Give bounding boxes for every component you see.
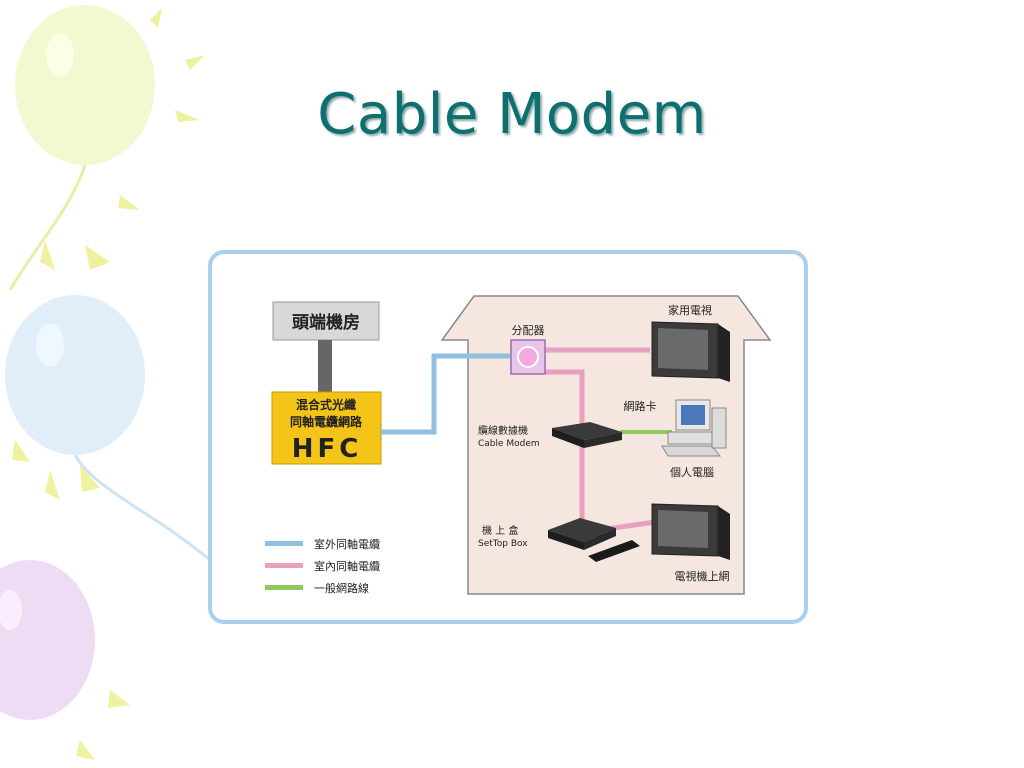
modem-label-cn: 纜線數據機 [478,424,528,437]
legend: 室外同軸電纜 室內同軸電纜 一般網路線 [265,537,380,595]
outdoor-coax-line [381,353,510,435]
balloon-blue [5,295,211,562]
headend-connector [318,340,332,392]
headend-box [272,301,380,341]
hfc-label-big: HFC [292,434,363,464]
modem-label-en: Cable Modem [478,439,540,449]
hfc-label-line2: 同軸電纜網路 [290,414,363,429]
balloon-yellow [8,5,155,291]
legend-swatch-network [265,585,303,590]
tv-internet-label: 電視機上網 [675,569,730,583]
legend-label-network: 一般網路線 [314,581,369,595]
pc-label: 個人電腦 [670,465,714,479]
nic-label: 網路卡 [624,399,657,413]
hfc-box [271,391,382,465]
sparkle-rays [12,8,205,760]
hfc-label-line1: 混合式光纖 [296,397,356,412]
headend-label: 頭端機房 [292,312,360,333]
legend-label-indoor: 室內同軸電纜 [314,559,380,573]
legend-swatch-outdoor [265,541,303,546]
stb-label-en: SetTop Box [478,539,528,549]
slide-title: Cable Modem [317,82,707,147]
cable-modem-icon [552,422,622,448]
legend-swatch-indoor [265,563,303,568]
splitter-label: 分配器 [512,324,545,337]
stb-label-cn: 機 上 盒 [482,524,518,537]
home-tv-label: 家用電視 [668,303,712,317]
splitter-glow [517,346,539,368]
balloon-purple [0,560,95,720]
home-tv-icon [651,321,730,382]
legend-label-outdoor: 室外同軸電纜 [314,537,380,551]
internet-tv-icon [651,503,730,560]
set-top-box-icon [548,518,640,562]
personal-computer-icon [661,399,727,457]
